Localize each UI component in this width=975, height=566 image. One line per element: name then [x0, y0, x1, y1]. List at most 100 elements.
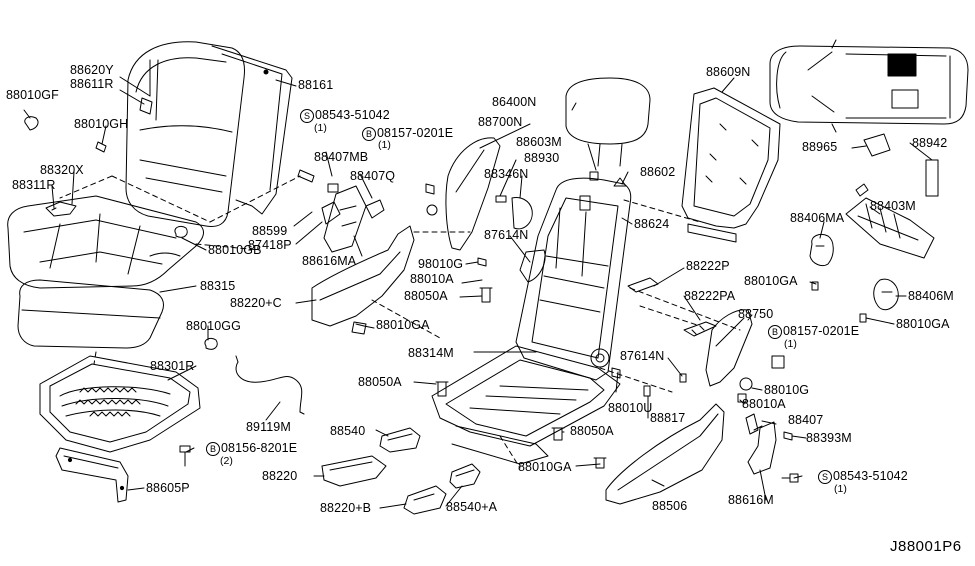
callout-88602[interactable]: 88602	[640, 165, 676, 179]
callout-88161[interactable]: 88161	[298, 78, 334, 92]
callout-88624[interactable]: 88624	[634, 217, 670, 231]
callout-88311R[interactable]: 88311R	[12, 178, 56, 192]
callout-88407[interactable]: 88407	[788, 413, 824, 427]
leader-dashes-centre	[371, 199, 741, 469]
seat-cushion-frame	[39, 355, 201, 453]
fastener-b2-qty: (2)	[220, 455, 233, 467]
callout-88010GA-a[interactable]: 88010GA	[376, 318, 430, 332]
callout-88010GF[interactable]: 88010GF	[6, 88, 59, 102]
callout-88010GA-d[interactable]: 88010GA	[896, 317, 950, 331]
callout-88406M[interactable]: 88406M	[908, 289, 954, 303]
callout-88620Y[interactable]: 88620Y	[70, 63, 114, 77]
callout-87418P[interactable]: 87418P	[248, 238, 292, 252]
callout-88010GB[interactable]: 88010GB	[208, 243, 262, 257]
callout-88393M[interactable]: 88393M	[806, 431, 852, 445]
screw-mark-icon: S	[818, 470, 832, 484]
fastener-s1-qty: (1)	[314, 122, 327, 134]
fastener-b1-qty: (1)	[378, 139, 391, 151]
fastener-s2-part: 08543-51042	[833, 469, 908, 483]
fasteners-centre	[425, 171, 785, 469]
callout-88050A-a[interactable]: 88050A	[404, 289, 448, 303]
callout-88010GG[interactable]: 88010GG	[186, 319, 241, 333]
callout-88406MA[interactable]: 88406MA	[790, 211, 845, 225]
recliner-cover	[311, 225, 415, 327]
callout-88750[interactable]: 88750	[738, 307, 774, 321]
brackets-right	[809, 133, 939, 323]
callout-88010GA-c[interactable]: 88010GA	[744, 274, 798, 288]
callout-88616MA[interactable]: 88616MA	[302, 254, 357, 268]
callout-88603M[interactable]: 88603M	[516, 135, 562, 149]
callout-88605P[interactable]: 88605P	[146, 481, 190, 495]
small-parts-left	[24, 97, 218, 467]
callout-88599[interactable]: 88599	[252, 224, 288, 238]
fastener-s2-qty: (1)	[834, 483, 847, 495]
callout-87614N-b[interactable]: 87614N	[620, 349, 665, 363]
callout-88010GA-b[interactable]: 88010GA	[518, 460, 572, 474]
callout-88220[interactable]: 88220	[262, 469, 298, 483]
callout-88346N[interactable]: 88346N	[484, 167, 529, 181]
callout-88965[interactable]: 88965	[802, 140, 838, 154]
callout-88220C[interactable]: 88220+C	[230, 296, 282, 310]
seat-cushion-pad	[17, 279, 164, 349]
callout-88315[interactable]: 88315	[200, 279, 236, 293]
callout-88314M[interactable]: 88314M	[408, 346, 454, 360]
fastener-s1-part: 08543-51042	[315, 108, 390, 122]
leader-lines	[23, 76, 933, 509]
bezel-88540A	[449, 463, 481, 489]
callout-88930[interactable]: 88930	[524, 151, 560, 165]
seat-back-trim	[125, 41, 245, 227]
vehicle-inset	[769, 39, 969, 133]
callout-88403M[interactable]: 88403M	[870, 199, 916, 213]
headrest	[565, 77, 651, 167]
callout-88616M[interactable]: 88616M	[728, 493, 774, 507]
callout-88407MB[interactable]: 88407MB	[314, 150, 369, 164]
bolt-mark-icon: B	[206, 442, 220, 456]
side-finisher-88506	[605, 403, 725, 505]
callout-88222P[interactable]: 88222P	[686, 259, 730, 273]
callout-88407Q[interactable]: 88407Q	[350, 169, 396, 183]
callout-88540[interactable]: 88540	[330, 424, 366, 438]
callout-88320X[interactable]: 88320X	[40, 163, 84, 177]
callout-98010G[interactable]: 98010G	[418, 257, 464, 271]
back-board-88609N	[681, 87, 781, 243]
bracket-88407	[745, 413, 799, 483]
bolt-mark-icon: B	[362, 127, 376, 141]
callout-88301R[interactable]: 88301R	[150, 359, 195, 373]
callout-87614N-a[interactable]: 87614N	[484, 228, 529, 242]
callout-88050A-b[interactable]: 88050A	[358, 375, 402, 389]
callout-88010A-b[interactable]: 88010A	[742, 397, 786, 411]
callout-88817[interactable]: 88817	[650, 411, 686, 425]
callout-88220B[interactable]: 88220+B	[320, 501, 372, 515]
callout-88942[interactable]: 88942	[912, 136, 948, 150]
fastener-b3-qty: (1)	[784, 338, 797, 350]
fastener-b3-part: 08157-0201E	[783, 324, 860, 338]
callout-89119M[interactable]: 89119M	[246, 420, 291, 434]
callout-88611R[interactable]: 88611R	[70, 77, 114, 91]
callout-88010A-a[interactable]: 88010A	[410, 272, 454, 286]
leader-dashes-left	[59, 175, 301, 365]
seat-back-panel	[211, 45, 293, 215]
fastener-b2-part: 08156-8201E	[221, 441, 298, 455]
callout-88010GH[interactable]: 88010GH	[74, 117, 129, 131]
seat-slide-bracket	[55, 447, 129, 503]
callout-88010G[interactable]: 88010G	[764, 383, 810, 397]
seat-cushion-trim	[7, 195, 204, 289]
side-cover-88700N	[426, 137, 501, 251]
callout-88700N[interactable]: 88700N	[478, 115, 523, 129]
callout-88010U[interactable]: 88010U	[608, 401, 653, 415]
callout-86400N[interactable]: 86400N	[492, 95, 537, 109]
callout-88506[interactable]: 88506	[652, 499, 688, 513]
callout-88222PA[interactable]: 88222PA	[684, 289, 736, 303]
callout-88050A-c[interactable]: 88050A	[570, 424, 614, 438]
seat-base-frame	[431, 345, 621, 465]
bolt-mark-icon: B	[768, 325, 782, 339]
callout-88609N[interactable]: 88609N	[706, 65, 751, 79]
callout-88540A[interactable]: 88540+A	[446, 500, 498, 514]
